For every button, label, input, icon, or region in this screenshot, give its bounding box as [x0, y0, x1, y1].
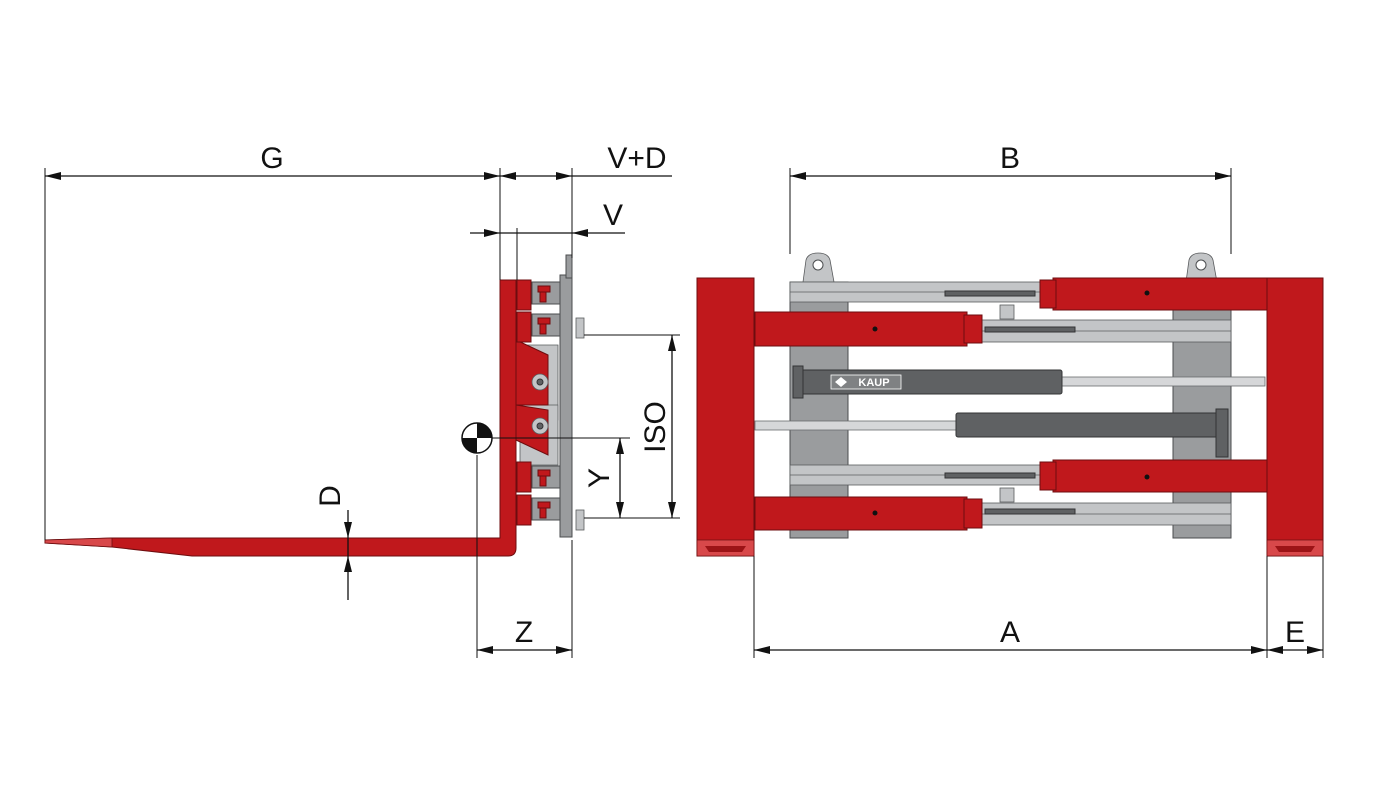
fork-side	[44, 279, 517, 557]
dimension-e: E	[1267, 616, 1323, 654]
lower-guides-side	[516, 461, 561, 526]
dimension-v-plus-d: V+D	[500, 142, 672, 180]
dimension-y-label: Y	[583, 468, 616, 488]
dimension-b-label: B	[1000, 142, 1020, 175]
dimension-iso-label: ISO	[639, 401, 672, 453]
dimension-a: A	[754, 616, 1267, 654]
dimension-v-plus-d-label: V+D	[607, 142, 666, 175]
fork-uprights	[696, 277, 1324, 557]
arm-sleeves	[754, 277, 1268, 531]
dimension-d: D	[314, 485, 352, 600]
hydraulic-cylinders: KAUP	[754, 365, 1266, 458]
dimension-e-label: E	[1285, 616, 1305, 649]
dimension-v: V	[470, 199, 625, 237]
dimension-g-label: G	[260, 142, 283, 175]
dimension-z: Z	[477, 616, 572, 654]
side-view: G V+D V ISO Y	[44, 142, 680, 658]
dimension-d-label: D	[314, 485, 347, 507]
center-of-gravity-icon	[461, 422, 493, 454]
dimension-a-label: A	[1000, 616, 1020, 649]
dimension-g: G	[45, 142, 500, 180]
upper-guides-side	[516, 279, 561, 343]
carriage-side	[515, 254, 585, 538]
dimension-v-label: V	[603, 199, 623, 232]
dimension-z-label: Z	[515, 616, 533, 649]
kaup-logo: KAUP	[830, 374, 902, 390]
kaup-logo-text: KAUP	[858, 377, 889, 389]
front-view: KAUP	[696, 142, 1324, 658]
dimension-y: Y	[583, 438, 624, 518]
dimension-iso: ISO	[639, 335, 676, 518]
dimension-b: B	[790, 142, 1231, 180]
front-extension-lines	[753, 168, 1324, 658]
side-extension-lines	[44, 168, 680, 658]
